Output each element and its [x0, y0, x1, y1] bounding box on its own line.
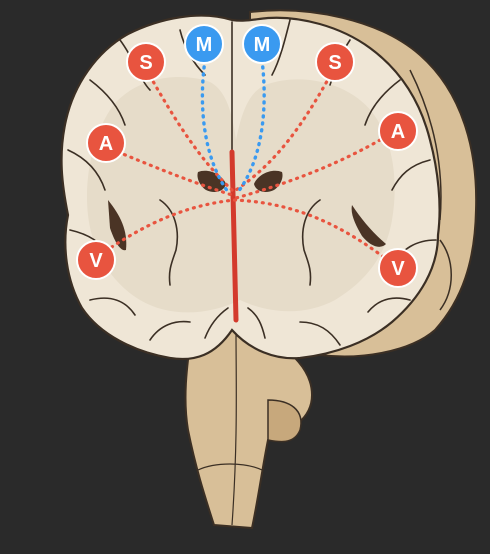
marker-circle: [76, 240, 116, 280]
marker-circle: [378, 111, 418, 151]
marker-label: V: [391, 258, 405, 280]
marker-label: A: [99, 133, 113, 155]
brainstem-line: [231, 329, 237, 526]
ventricles: [108, 170, 386, 251]
marker-s-right: S: [315, 42, 355, 82]
brainstem-line: [197, 463, 263, 471]
marker-label: M: [196, 34, 213, 56]
marker-label: V: [89, 250, 103, 272]
marker-circle: [184, 24, 224, 64]
marker-circle: [242, 24, 282, 64]
motor-paths: [200, 58, 266, 194]
marker-circle: [126, 42, 166, 82]
marker-label: M: [254, 34, 271, 56]
marker-circle: [315, 42, 355, 82]
marker-m-left: M: [184, 24, 224, 64]
brainstem-shadow: [267, 399, 302, 443]
marker-label: A: [391, 121, 405, 143]
midline-tract: [229, 149, 239, 323]
marker-v-right: V: [378, 248, 418, 288]
marker-m-right: M: [242, 24, 282, 64]
marker-a-right: A: [378, 111, 418, 151]
marker-v-left: V: [76, 240, 116, 280]
posterior-sulcus: [439, 239, 452, 311]
marker-s-left: S: [126, 42, 166, 82]
white-matter: [86, 77, 395, 313]
marker-circle: [378, 248, 418, 288]
brainstem: [184, 318, 314, 530]
sensory-paths: [98, 74, 392, 264]
marker-a-left: A: [86, 123, 126, 163]
region-markers: S M M S A A V V: [76, 24, 418, 288]
marker-label: S: [139, 52, 152, 74]
posterior-sulcus: [409, 69, 442, 221]
marker-circle: [86, 123, 126, 163]
marker-label: S: [328, 52, 341, 74]
